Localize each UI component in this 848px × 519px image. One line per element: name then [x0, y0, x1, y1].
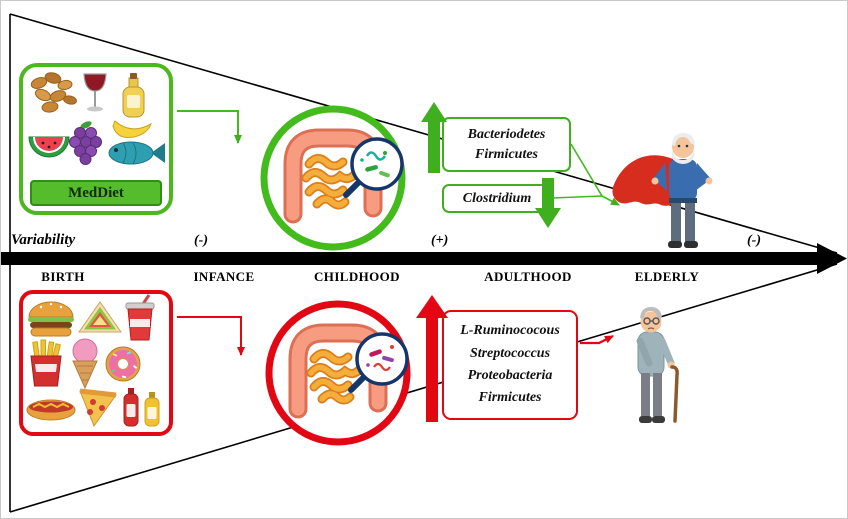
banana-icon [112, 120, 152, 138]
stage-adulthood: ADULTHOOD [484, 269, 572, 284]
increased-taxa-box-red: L-Ruminococous Streptococcus Proteobacte… [442, 310, 578, 420]
magnifier-green-bacteria-icon [343, 137, 404, 198]
stage-infance: INFANCE [193, 269, 255, 284]
red-wine-icon [83, 73, 107, 112]
decreased-taxa-box-green: Clostridium [442, 184, 552, 213]
taxon-label: L-Ruminococous [460, 323, 560, 339]
timeline-arrow [1, 243, 847, 274]
taxon-label: Bacteriodetes [467, 126, 546, 142]
meddiet-food-box: MedDiet [19, 63, 173, 215]
junkfood-box [19, 290, 173, 436]
meddiet-to-gut-arrow [177, 110, 242, 144]
stage-childhood: CHILDHOOD [314, 269, 400, 284]
healthy-elderly-superhero-icon [612, 133, 713, 248]
variability-label: Variability [11, 232, 76, 248]
unhealthy-gut-icon [265, 300, 411, 446]
watermelon-icon [28, 136, 70, 158]
pizza-icon [79, 388, 117, 428]
junk-foods [26, 294, 160, 428]
meddiet-label: MedDiet [30, 180, 162, 206]
soda-icon [125, 294, 155, 341]
sign-elderly: (-) [747, 233, 761, 248]
sandwich-icon [78, 301, 122, 333]
ice-cream-icon [72, 338, 98, 390]
taxon-label: Firmicutes [478, 390, 542, 406]
taxon-label: Proteobacteria [467, 368, 553, 383]
junkfood-to-gut-arrow [177, 316, 245, 356]
mustard-icon [144, 392, 160, 427]
stage-birth: BIRTH [41, 269, 85, 284]
taxon-label: Clostridium [462, 190, 532, 206]
hot-dog-icon [26, 399, 76, 421]
increased-taxa-box-green: Bacteriodetes Firmicutes [442, 117, 571, 172]
frail-elderly-man-icon [636, 307, 679, 423]
taxon-label: Streptococcus [469, 345, 551, 361]
sign-adulthood: (+) [431, 233, 449, 248]
ketchup-icon [123, 388, 139, 427]
burger-icon [28, 301, 74, 337]
magnifier-red-bacteria-icon [348, 332, 409, 393]
healthy-gut-icon [260, 105, 406, 251]
french-fries-icon [30, 339, 62, 387]
grapes-icon [69, 121, 102, 165]
donut-icon [105, 346, 141, 382]
mixed-nuts-icon [30, 72, 77, 113]
sign-infance: (-) [194, 233, 208, 248]
taxon-label: Firmicutes [474, 146, 538, 162]
olive-oil-icon [122, 73, 145, 118]
taxa-to-elderly-link-red [580, 335, 614, 345]
meddiet-foods [28, 72, 165, 165]
fish-icon [108, 141, 165, 165]
stage-elderly: ELDERLY [634, 269, 700, 284]
